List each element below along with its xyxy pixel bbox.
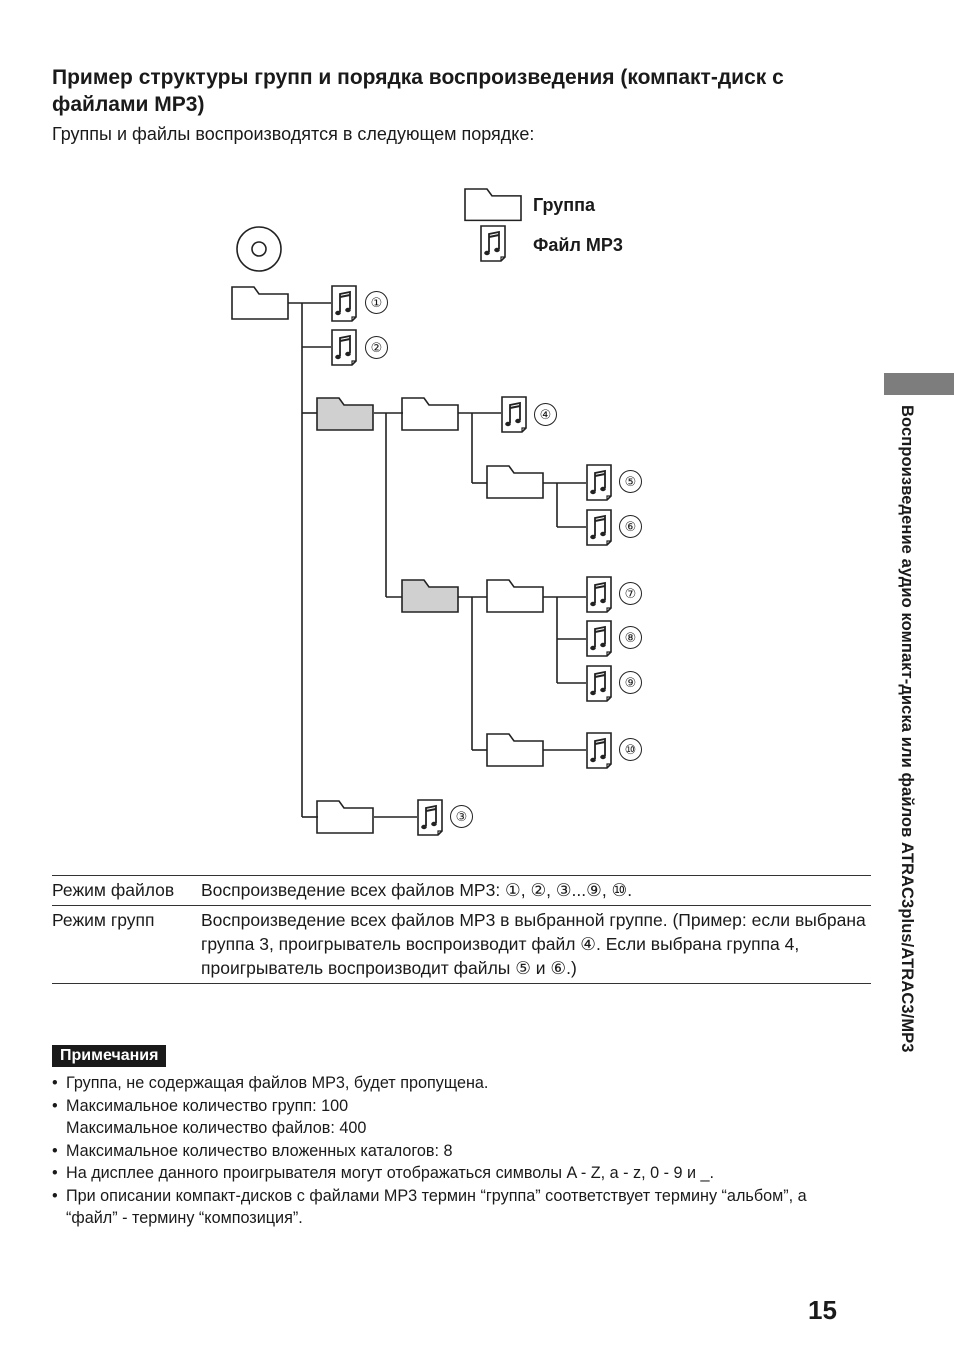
folder-icon [316, 800, 374, 834]
note-continuation: Максимальное количество файлов: 400 [66, 1119, 367, 1137]
list-item: Максимальное количество вложенных катало… [52, 1140, 852, 1163]
mp3-file-icon [501, 396, 527, 433]
mp3-file-icon [586, 732, 612, 769]
folder-icon [401, 579, 459, 613]
side-section-title: Воспроизведение аудио компакт-диска или … [898, 405, 916, 1053]
mp3-file-icon [331, 329, 357, 366]
mp3-file-icon [586, 665, 612, 702]
note-text: На дисплее данного проигрывателя могут о… [66, 1164, 715, 1182]
disc-icon [236, 226, 282, 272]
list-item: При описании компакт-дисков с файлами MP… [52, 1185, 852, 1230]
mode-name: Режим файлов [52, 880, 175, 900]
mp3-file-icon [331, 285, 357, 322]
list-item: Группа, не содержащая файлов MP3, будет … [52, 1072, 852, 1095]
track-number: ⑩ [619, 738, 642, 761]
mp3-file-icon [417, 799, 443, 836]
legend-folder-icon [464, 188, 522, 222]
table-row: Режим групп Воспроизведение всех файлов … [52, 905, 871, 984]
track-number: ② [365, 336, 388, 359]
note-text: При описании компакт-дисков с файлами MP… [66, 1186, 807, 1228]
track-number: ⑧ [619, 626, 642, 649]
track-number: ⑦ [619, 582, 642, 605]
track-number: ① [365, 291, 388, 314]
mode-description: Воспроизведение всех файлов MP3: ①, ②, ③… [201, 880, 633, 900]
notes-list: Группа, не содержащая файлов MP3, будет … [52, 1072, 852, 1230]
folder-icon [401, 397, 459, 431]
play-modes-table: Режим файлов Воспроизведение всех файлов… [52, 875, 871, 984]
legend-file-label: Файл MP3 [533, 235, 623, 255]
mode-description: Воспроизведение всех файлов MP3 в выбран… [201, 910, 866, 978]
mode-name: Режим групп [52, 910, 155, 930]
track-number: ④ [534, 403, 557, 426]
track-number: ⑨ [619, 671, 642, 694]
mp3-file-icon [586, 509, 612, 546]
folder-icon [486, 733, 544, 767]
list-item: Максимальное количество групп: 100Максим… [52, 1095, 852, 1140]
folder-icon [486, 579, 544, 613]
track-number: ③ [450, 805, 473, 828]
mp3-file-icon [586, 576, 612, 613]
note-text: Максимальное количество вложенных катало… [66, 1141, 453, 1160]
folder-icon [486, 465, 544, 499]
page-title: Пример структуры групп и порядка воспрои… [52, 66, 784, 116]
note-text: Максимальное количество групп: 100 [66, 1096, 349, 1115]
track-number: ⑥ [619, 515, 642, 538]
mp3-file-icon [586, 464, 612, 501]
track-number: ⑤ [619, 470, 642, 493]
intro-text: Группы и файлы воспроизводятся в следующ… [52, 124, 535, 144]
tree-connectors [288, 302, 586, 818]
legend-group-label: Группа [533, 195, 596, 215]
folder-icon [231, 286, 289, 320]
mp3-file-icon [586, 620, 612, 657]
legend-file-icon [480, 225, 506, 262]
page-number: 15 [808, 1295, 837, 1325]
section-tab-marker [884, 373, 954, 395]
notes-title: Примечания [52, 1045, 167, 1067]
table-row: Режим файлов Воспроизведение всех файлов… [52, 875, 871, 906]
folder-icon [316, 397, 374, 431]
note-text: Группа, не содержащая файлов MP3, будет … [66, 1074, 489, 1092]
list-item: На дисплее данного проигрывателя могут о… [52, 1162, 852, 1185]
group-tree-diagram [231, 188, 612, 836]
